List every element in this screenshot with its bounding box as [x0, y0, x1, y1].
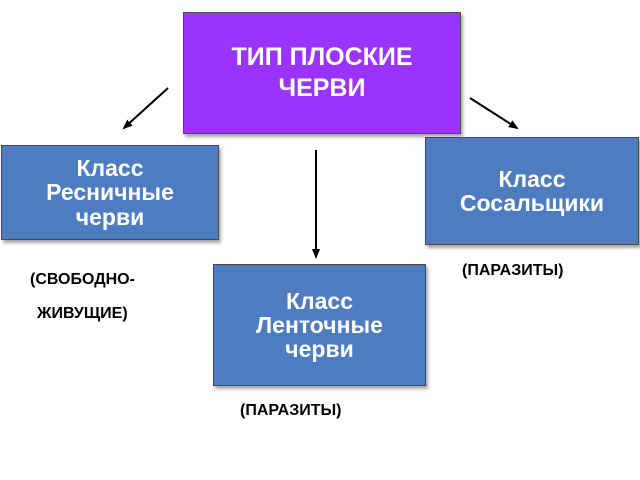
root-title-line1: ТИП ПЛОСКИЕ: [231, 42, 413, 71]
arrow-to-left-class: [122, 87, 169, 130]
class-box-cestoda: Класс Ленточные черви: [213, 264, 426, 386]
class-left-line2: Ресничные: [46, 179, 174, 206]
note-parasites-right: (ПАРАЗИТЫ): [462, 262, 564, 279]
class-right-line1: Класс: [498, 165, 566, 192]
class-box-trematoda: Класс Сосальщики: [425, 137, 639, 245]
class-left-line1: Класс: [76, 155, 144, 182]
class-mid-line3: черви: [285, 336, 354, 363]
root-title-line2: ЧЕРВИ: [278, 74, 366, 102]
class-mid-line1: Класс: [285, 287, 354, 314]
class-mid-line2: Ленточные: [256, 311, 383, 338]
class-right-line2: Сосальщики: [459, 190, 605, 216]
root-box-flatworms: ТИП ПЛОСКИЕ ЧЕРВИ: [183, 12, 461, 134]
note-parasites-mid: (ПАРАЗИТЫ): [240, 402, 342, 419]
class-left-line3: черви: [75, 203, 145, 230]
note-free-living-line1: (СВОБОДНО-: [30, 271, 135, 288]
note-free-living-line2: ЖИВУЩИЕ): [37, 305, 128, 322]
class-box-turbellaria: Класс Ресничные черви: [1, 145, 219, 240]
arrow-to-right-class: [469, 97, 519, 130]
